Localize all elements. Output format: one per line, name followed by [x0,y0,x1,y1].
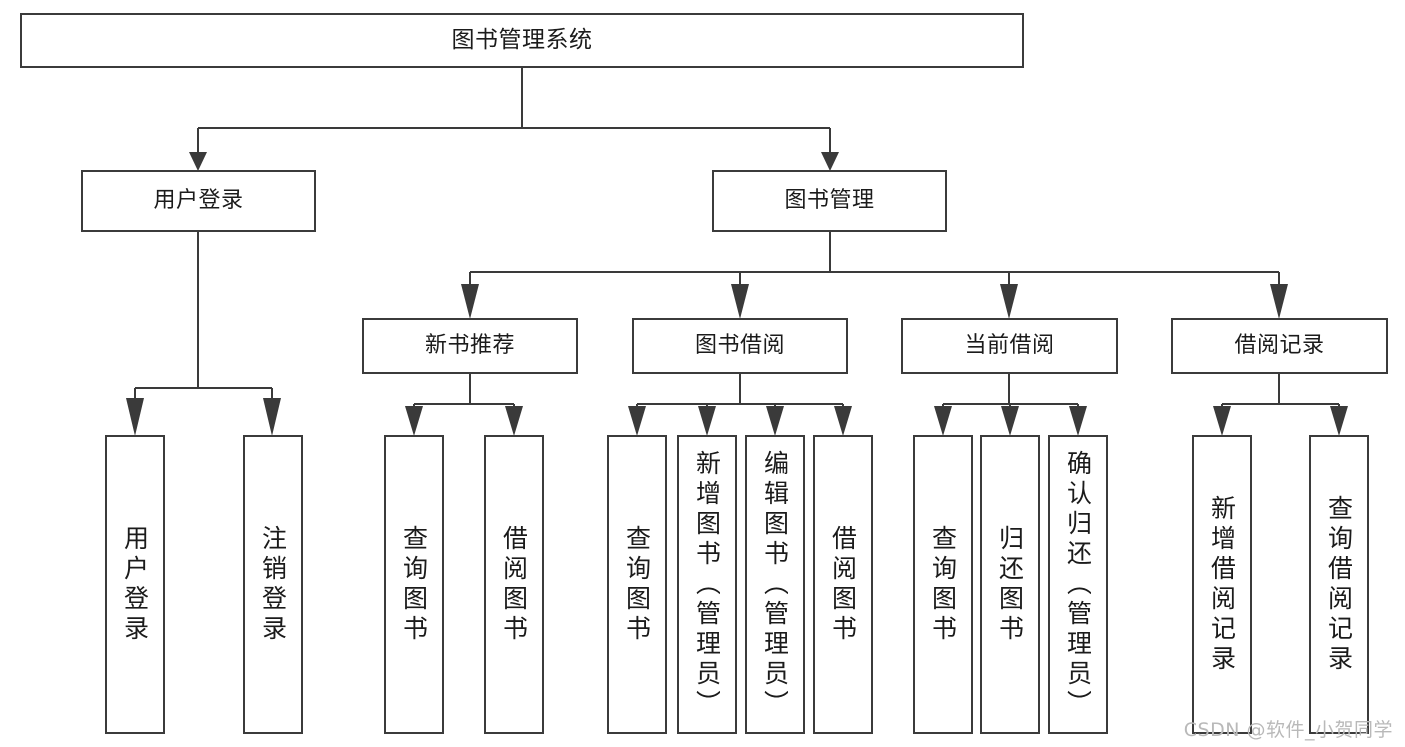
arrowhead-br-leaf2 [1330,406,1348,436]
node-borrow-record[interactable]: 借阅记录 [1171,318,1388,374]
node-label: 注销登录 [260,524,286,645]
arrowhead-nb-leaf2 [505,406,523,436]
node-label: 查询图书 [401,524,427,645]
arrowhead-bb-leaf3 [766,406,784,436]
leaf-borrow-book[interactable]: 借阅图书 [813,435,873,734]
leaf-query-borrow-record[interactable]: 查询借阅记录 [1309,435,1369,734]
arrowhead-bb-leaf1 [628,406,646,436]
leaf-query-book-new[interactable]: 查询图书 [384,435,444,734]
node-label: 用户登录 [153,188,244,214]
arrowhead-book-mgmt [821,152,839,171]
node-label: 当前借阅 [964,333,1055,359]
leaf-query-book-current[interactable]: 查询图书 [913,435,973,734]
node-label: 图书管理 [784,188,875,214]
leaf-add-borrow-record[interactable]: 新增借阅记录 [1192,435,1252,734]
node-root-book-management-system[interactable]: 图书管理系统 [20,13,1024,68]
watermark: CSDN @软件_小贺同学 [1183,719,1393,741]
arrowhead-current-borrow [1000,284,1018,319]
node-label: 归还图书 [997,524,1023,645]
leaf-logout[interactable]: 注销登录 [243,435,303,734]
node-book-borrow[interactable]: 图书借阅 [632,318,848,374]
node-label: 借阅记录 [1234,333,1325,359]
node-label: 编辑图书（管理员） [762,449,788,720]
arrowhead-leaf-user-login [126,398,144,436]
leaf-return-book[interactable]: 归还图书 [980,435,1040,734]
arrowhead-bb-leaf4 [834,406,852,436]
node-label: 确认归还（管理员） [1065,449,1091,720]
arrowhead-book-borrow [731,284,749,319]
node-label: 用户登录 [122,524,148,645]
node-label: 图书借阅 [694,333,785,359]
node-label: 查询图书 [930,524,956,645]
node-new-book-recommend[interactable]: 新书推荐 [362,318,578,374]
node-current-borrow[interactable]: 当前借阅 [901,318,1118,374]
arrowhead-cb-leaf3 [1069,406,1087,436]
node-label: 图书管理系统 [451,26,593,53]
leaf-borrow-book-new[interactable]: 借阅图书 [484,435,544,734]
arrowhead-cb-leaf1 [934,406,952,436]
node-label: 借阅图书 [501,524,527,645]
arrowhead-leaf-logout [263,398,281,436]
node-label: 新增借阅记录 [1209,494,1235,675]
arrowhead-borrow-record [1270,284,1288,319]
node-user-login[interactable]: 用户登录 [81,170,316,232]
node-label: 新书推荐 [424,333,515,359]
arrowhead-nb-leaf1 [405,406,423,436]
node-label: 查询借阅记录 [1326,494,1352,675]
leaf-query-book-borrow[interactable]: 查询图书 [607,435,667,734]
node-label: 查询图书 [624,524,650,645]
leaf-user-login[interactable]: 用户登录 [105,435,165,734]
arrowhead-br-leaf1 [1213,406,1231,436]
arrowhead-new-book [461,284,479,319]
arrowhead-user-login [189,152,207,171]
arrowhead-bb-leaf2 [698,406,716,436]
arrowhead-cb-leaf2 [1001,406,1019,436]
leaf-confirm-return-admin[interactable]: 确认归还（管理员） [1048,435,1108,734]
leaf-edit-book-admin[interactable]: 编辑图书（管理员） [745,435,805,734]
node-book-management[interactable]: 图书管理 [712,170,947,232]
leaf-add-book-admin[interactable]: 新增图书（管理员） [677,435,737,734]
node-label: 借阅图书 [830,524,856,645]
node-label: 新增图书（管理员） [694,449,720,720]
